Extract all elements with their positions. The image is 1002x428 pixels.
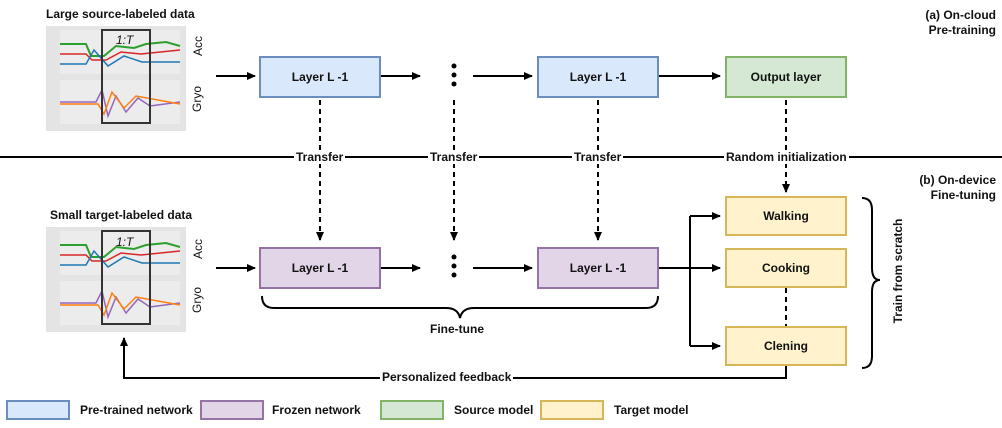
source-sensor-plot <box>46 26 186 131</box>
device-layer-box-1: Layer L -1 <box>259 247 381 289</box>
class-box-walking: Walking <box>725 196 847 236</box>
source-acc-label: Acc <box>191 36 205 57</box>
output-layer-box: Output layer <box>725 56 847 98</box>
train-brace <box>861 197 881 369</box>
dot <box>451 263 457 269</box>
device-section-title: (b) On-device Fine-tuning <box>919 173 996 203</box>
target-sensor-plot <box>46 227 186 332</box>
train-scratch-label: Train from scratch <box>891 218 905 324</box>
cloud-title-line1: (a) On-cloud <box>925 8 996 22</box>
target-data-title: Small target-labeled data <box>50 208 193 222</box>
target-acc-label: Acc <box>191 239 205 260</box>
class-box-clening: Clening <box>725 326 847 366</box>
legend-label-target: Target model <box>614 403 689 417</box>
legend-label-frozen: Frozen network <box>272 403 361 417</box>
transfer-label-3: Transfer <box>572 150 624 164</box>
legend-chip-frozen <box>200 400 264 420</box>
source-data-title: Large source-labeled data <box>46 7 195 21</box>
cloud-section-title: (a) On-cloud Pre-training <box>925 8 996 38</box>
legend-label-pretrained: Pre-trained network <box>80 403 193 417</box>
transfer-label-2: Transfer <box>428 150 480 164</box>
dot <box>451 254 457 260</box>
legend-chip-pretrained <box>6 400 70 420</box>
device-title-line1: (b) On-device <box>919 173 996 187</box>
dot <box>451 72 457 78</box>
legend-chip-source <box>380 400 444 420</box>
legend-chip-target <box>540 400 604 420</box>
cloud-title-line2: Pre-training <box>928 23 996 37</box>
source-window-label: 1:T <box>116 33 134 47</box>
class-box-cooking: Cooking <box>725 248 847 288</box>
dot <box>451 272 457 278</box>
random-init-label: Random initialization <box>724 150 849 164</box>
feedback-label: Personalized feedback <box>380 370 514 384</box>
transfer-label-1: Transfer <box>294 150 346 164</box>
source-gyro-label: Gryo <box>190 86 204 113</box>
cloud-layer-box-1: Layer L -1 <box>259 56 381 98</box>
target-gyro-label: Gryo <box>190 287 204 314</box>
legend-label-source: Source model <box>454 403 534 417</box>
device-title-line2: Fine-tuning <box>930 188 996 202</box>
fine-tune-label: Fine-tune <box>430 322 484 336</box>
dot <box>451 81 457 87</box>
device-layer-box-2: Layer L -1 <box>537 247 659 289</box>
cloud-layer-box-2: Layer L -1 <box>537 56 659 98</box>
target-window-label: 1:T <box>116 235 134 249</box>
dot <box>451 63 457 69</box>
fine-tune-brace <box>261 295 659 319</box>
